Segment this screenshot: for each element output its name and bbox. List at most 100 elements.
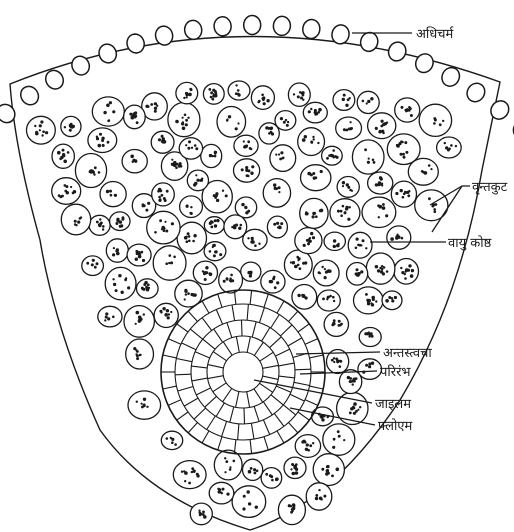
radial-cell-wall bbox=[270, 337, 282, 348]
radial-cell-wall bbox=[195, 352, 210, 358]
radial-cell-wall bbox=[274, 414, 284, 427]
parenchyma-cell bbox=[336, 117, 362, 139]
radial-cell-wall bbox=[298, 412, 309, 420]
parenchyma-cell bbox=[82, 256, 104, 276]
parenchyma-cell bbox=[358, 359, 382, 380]
parenchyma-cell bbox=[322, 146, 343, 165]
parenchyma-cell bbox=[437, 137, 462, 158]
radial-cell-wall bbox=[305, 339, 318, 345]
parenchyma-cell bbox=[357, 91, 379, 113]
radial-cell-wall bbox=[192, 378, 208, 381]
parenchyma-cell bbox=[387, 226, 411, 249]
parenchyma-cell bbox=[275, 111, 296, 131]
parenchyma-cell bbox=[368, 172, 393, 194]
label-epidermis: अधिचर्म bbox=[416, 26, 454, 42]
radial-cell-wall bbox=[208, 376, 224, 379]
radial-cell-wall bbox=[175, 374, 191, 375]
radial-cell-wall bbox=[310, 386, 324, 389]
radial-cell-wall bbox=[275, 349, 289, 356]
parenchyma-cell bbox=[323, 424, 355, 455]
epidermis-cell bbox=[273, 16, 291, 36]
epidermis-cell bbox=[510, 116, 514, 141]
parenchyma-cell bbox=[298, 128, 325, 156]
radial-cell-wall bbox=[202, 318, 212, 331]
parenchyma-cell bbox=[61, 116, 81, 136]
parenchyma-cell bbox=[419, 104, 451, 136]
parenchyma-cell bbox=[88, 128, 117, 153]
parenchyma-cell bbox=[52, 178, 81, 205]
parenchyma-cell bbox=[219, 267, 243, 293]
parenchyma-cell bbox=[27, 116, 56, 144]
parenchyma-cell bbox=[217, 107, 246, 138]
parenchyma-cell bbox=[295, 435, 320, 458]
epidermis-cell bbox=[125, 32, 147, 55]
parenchyma-cell bbox=[267, 216, 287, 238]
radial-cell-wall bbox=[218, 294, 222, 307]
parenchyma-cell bbox=[179, 138, 202, 159]
radial-cell-wall bbox=[310, 355, 324, 358]
radial-cell-wall bbox=[177, 324, 188, 332]
parenchyma-cell bbox=[152, 183, 175, 206]
epidermis-cell bbox=[413, 51, 437, 75]
radial-cell-wall bbox=[254, 389, 263, 402]
label-endodermis: अन्तस्त्वचा bbox=[383, 346, 432, 361]
epidermis-cell bbox=[17, 83, 42, 108]
radial-cell-wall bbox=[168, 339, 181, 345]
epidermis-cell bbox=[487, 97, 512, 122]
parenchyma-cell bbox=[100, 182, 126, 207]
radial-cell-wall bbox=[216, 310, 222, 325]
parenchyma-cell bbox=[98, 306, 122, 327]
radial-cell-wall bbox=[247, 392, 250, 408]
epidermis-cell bbox=[183, 19, 203, 40]
parenchyma-cell bbox=[75, 154, 106, 188]
label-papillae: वृन्तकुट bbox=[472, 180, 508, 195]
radial-cell-wall bbox=[208, 365, 224, 368]
central-pith bbox=[223, 352, 263, 392]
radial-cell-wall bbox=[234, 440, 236, 454]
radial-cell-wall bbox=[298, 324, 309, 332]
radial-cell-wall bbox=[178, 387, 193, 392]
radial-cell-wall bbox=[203, 339, 215, 349]
parenchyma-cell bbox=[234, 159, 260, 182]
parenchyma-cell bbox=[292, 285, 317, 310]
parenchyma-cell bbox=[177, 222, 206, 254]
radial-cell-wall bbox=[177, 412, 188, 420]
radial-cell-wall bbox=[214, 329, 223, 342]
radial-cell-wall bbox=[227, 323, 232, 338]
parenchyma-cell bbox=[301, 165, 331, 191]
parenchyma-cell bbox=[122, 150, 147, 173]
radial-cell-wall bbox=[202, 301, 209, 313]
parenchyma-cell bbox=[394, 259, 419, 285]
radial-cell-wall bbox=[262, 328, 270, 342]
radial-cell-wall bbox=[223, 342, 232, 355]
parenchyma-cell bbox=[387, 134, 420, 165]
radial-cell-wall bbox=[251, 423, 254, 439]
parenchyma-cell bbox=[105, 267, 136, 299]
radial-cell-wall bbox=[259, 308, 264, 323]
radial-cell-wall bbox=[188, 311, 197, 321]
parenchyma-cell bbox=[168, 103, 200, 137]
parenchyma-cell bbox=[337, 177, 359, 198]
parenchyma-cell bbox=[228, 81, 250, 100]
radial-cell-wall bbox=[163, 386, 177, 389]
epidermis-cell bbox=[213, 16, 231, 36]
parenchyma-cell bbox=[180, 196, 203, 218]
parenchyma-cell bbox=[243, 459, 263, 480]
radial-cell-wall bbox=[176, 359, 192, 362]
radial-cell-wall bbox=[289, 423, 298, 433]
stele-vascular-cylinder bbox=[161, 290, 325, 454]
parenchyma-cell bbox=[128, 391, 161, 419]
radial-cell-wall bbox=[260, 352, 273, 361]
parenchyma-cell bbox=[203, 84, 224, 105]
parenchyma-cell bbox=[251, 86, 274, 110]
epidermis-cell bbox=[302, 18, 322, 39]
parenchyma-cell bbox=[295, 228, 322, 254]
parenchyma-cell bbox=[261, 270, 285, 293]
parenchyma-cell bbox=[190, 503, 212, 525]
radial-cell-wall bbox=[163, 355, 177, 358]
parenchyma-cell bbox=[52, 144, 74, 168]
epidermis-cell bbox=[0, 101, 18, 126]
radial-cell-wall bbox=[295, 369, 311, 370]
radial-cell-wall bbox=[236, 392, 239, 408]
parenchyma-cell bbox=[92, 97, 124, 126]
